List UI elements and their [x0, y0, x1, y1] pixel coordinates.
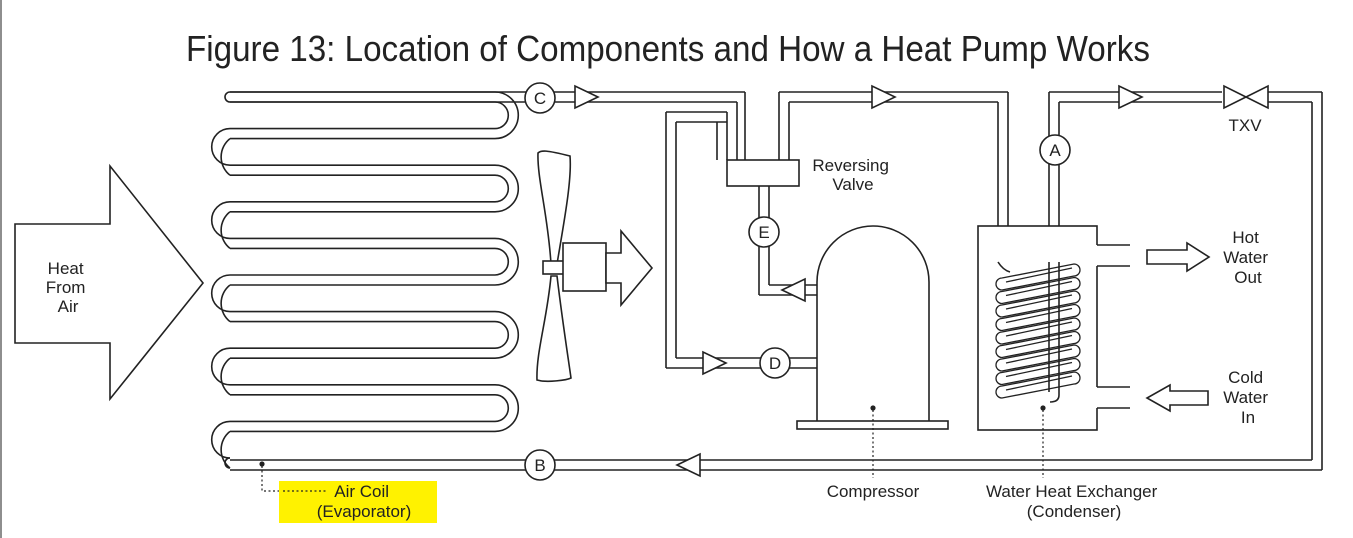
heat-from-air-label: Heat From Air — [46, 259, 90, 316]
svg-text:D: D — [769, 354, 781, 373]
compressor-label: Compressor — [827, 482, 920, 501]
hot-water-out-label: Hot Water Out — [1223, 228, 1272, 287]
flow-arrows — [574, 84, 1144, 478]
reversing-valve-label: Reversing Valve — [812, 156, 893, 194]
water-heat-exchanger-label: Water Heat Exchanger (Condenser) — [986, 482, 1162, 521]
txv-valve — [1222, 84, 1269, 110]
air-coil-label: Air Coil (Evaporator) — [317, 482, 411, 521]
compressor — [796, 225, 949, 430]
txv-label: TXV — [1228, 116, 1262, 135]
point-c: C — [524, 82, 556, 114]
point-a: A — [1039, 134, 1071, 166]
svg-text:B: B — [534, 456, 545, 475]
point-e: E — [748, 216, 780, 248]
cold-water-in-arrow — [1145, 383, 1209, 413]
air-coil-highlight — [279, 481, 437, 523]
fan — [536, 150, 654, 383]
reversing-valve — [726, 159, 800, 187]
svg-text:A: A — [1049, 141, 1061, 160]
svg-text:C: C — [534, 89, 546, 108]
point-d: D — [759, 347, 791, 379]
svg-text:E: E — [758, 223, 769, 242]
condenser-coil — [995, 261, 1081, 403]
hot-water-out-arrow — [1146, 241, 1211, 273]
cold-water-in-label: Cold Water In — [1223, 368, 1272, 427]
point-b: B — [524, 449, 556, 481]
air-coil-serpentine — [210, 91, 520, 469]
heat-from-air-arrow — [14, 163, 205, 402]
air-coil-marker — [259, 461, 265, 467]
figure-title: Figure 13: Location of Components and Ho… — [186, 28, 1150, 69]
refrigerant-piping — [230, 91, 1323, 471]
water-heat-exchanger — [977, 225, 1130, 431]
